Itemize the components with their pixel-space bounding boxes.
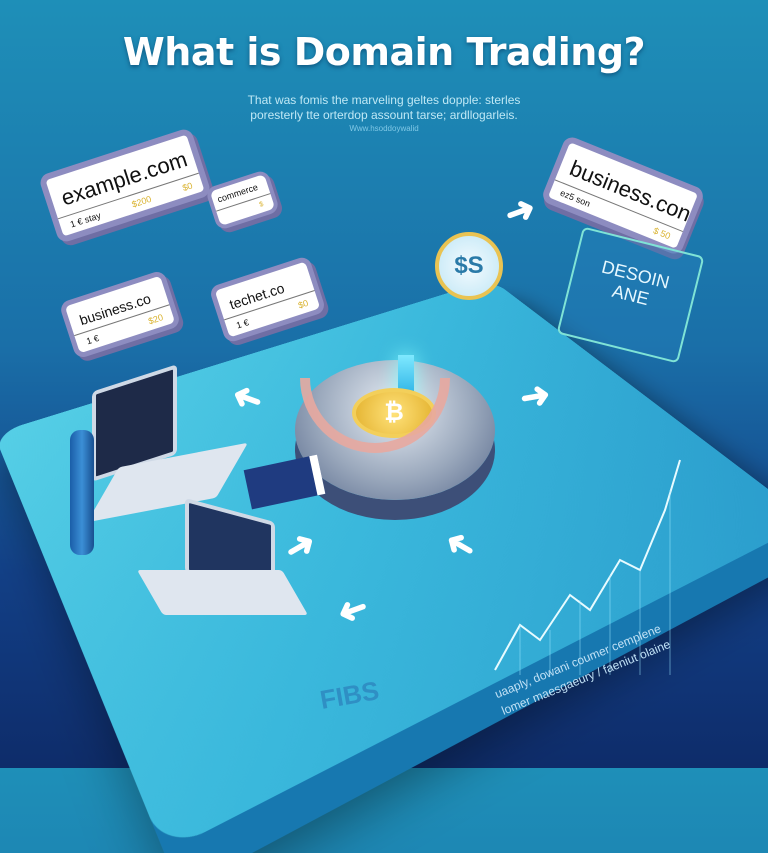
page-title: What is Domain Trading? [0, 30, 768, 74]
subtitle-url: Www.hsoddoywalid [0, 124, 768, 133]
domain-badge: $0 [181, 180, 194, 193]
subtitle-line: That was fomis the marveling geltes dopp… [0, 93, 768, 107]
domain-meta: 1 € stay [69, 210, 102, 229]
dollar-coin-icon: $S [435, 232, 503, 300]
domain-card: example.com 1 € stay$200$0 [38, 127, 212, 244]
domain-meta: 1 € [85, 333, 100, 346]
subtitle-line: poresterly tte orterdop assount tarse; a… [0, 108, 768, 122]
domain-panel-text: DESOIN ANE [600, 257, 672, 310]
laptop-keyboard [137, 570, 308, 615]
domain-card: commerce $ [205, 169, 280, 231]
domain-price: $200 [130, 194, 152, 210]
domain-card: business.co 1 €$20 [59, 269, 182, 359]
server-cylinder [70, 430, 94, 555]
domain-card: techet.co 1 €$0 [208, 255, 326, 344]
domain-price: $ 50 [652, 225, 672, 241]
domain-price: $ [259, 201, 265, 209]
domain-price: $0 [297, 298, 310, 311]
domain-price: $20 [147, 312, 164, 326]
domain-meta: 1 € [235, 317, 250, 330]
arrow-icon: ➜ [499, 186, 542, 236]
